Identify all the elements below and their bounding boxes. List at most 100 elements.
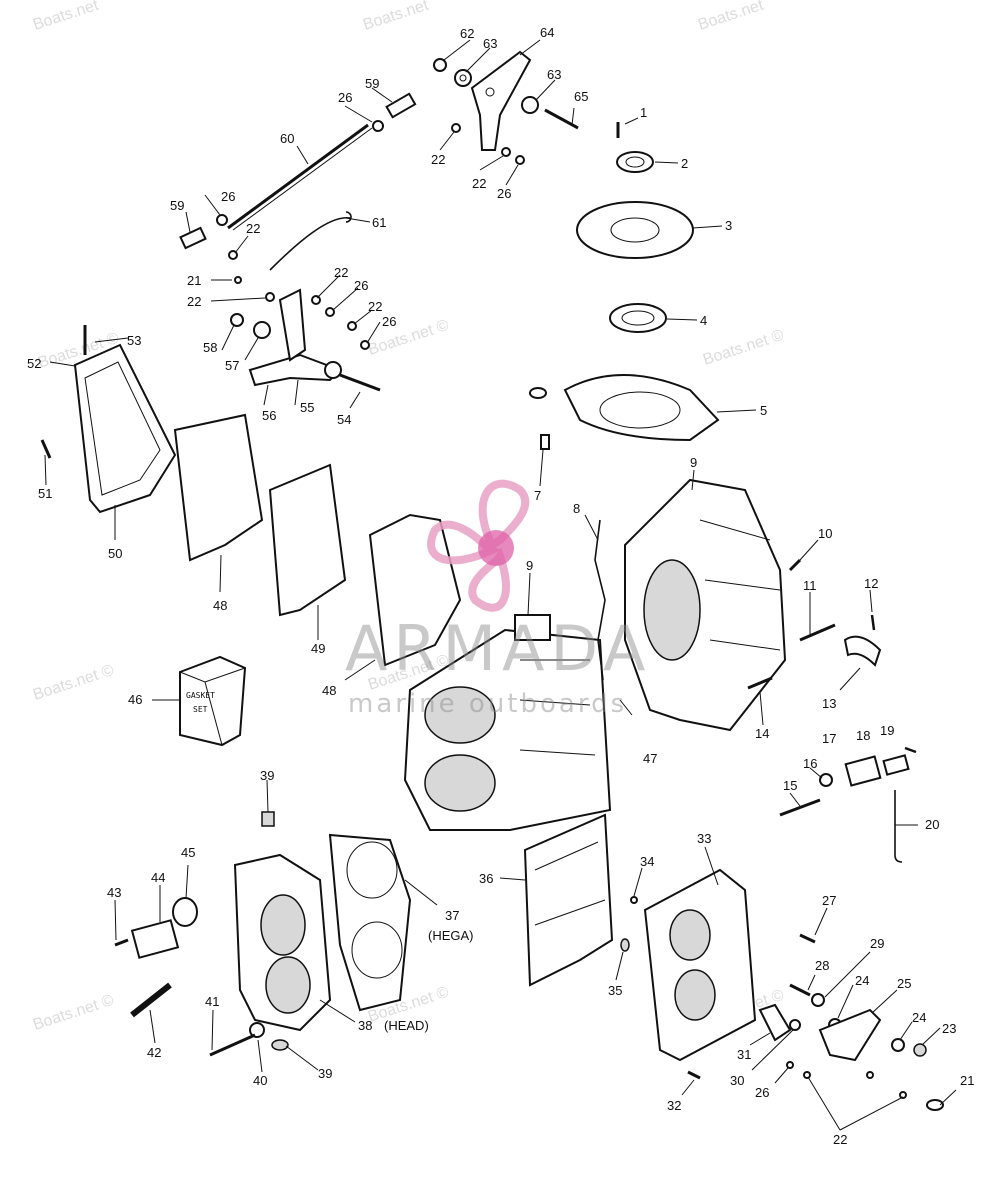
bearing-housing xyxy=(576,201,694,259)
cylinder-head-chamber xyxy=(265,956,311,1014)
pin xyxy=(630,896,638,904)
callout-label: 56 xyxy=(262,408,276,423)
transfer-port-cover-rib xyxy=(84,361,161,496)
callout-label: 34 xyxy=(640,854,654,869)
washer xyxy=(521,96,539,114)
callout-label: 53 xyxy=(127,333,141,348)
gasket-set-box: GASKET SET xyxy=(179,655,247,747)
nut xyxy=(913,1043,927,1057)
leader-line xyxy=(824,951,871,998)
callout-label: 21 xyxy=(960,1073,974,1088)
leader-line xyxy=(404,879,438,906)
cylinder-block xyxy=(403,614,612,831)
cover-gasket xyxy=(173,413,264,562)
callout-label: 45 xyxy=(181,845,195,860)
callout-label: (HEGA) xyxy=(428,928,474,943)
leader-lines xyxy=(44,39,957,1131)
callout-label: 22 xyxy=(472,176,486,191)
leader-line xyxy=(319,999,356,1023)
bolt xyxy=(779,798,821,817)
gasket-set-box-body xyxy=(179,655,247,747)
leader-line xyxy=(619,699,633,716)
logo-blade xyxy=(478,479,530,551)
callout-label: 52 xyxy=(27,356,41,371)
callout-label: 43 xyxy=(107,885,121,900)
leader-line xyxy=(539,449,544,487)
leader-line xyxy=(294,379,299,406)
leader-line xyxy=(535,79,556,101)
callout-label: 8 xyxy=(573,501,580,516)
head-bolt xyxy=(209,1033,256,1057)
leader-line xyxy=(871,989,898,1014)
callout-label: 26 xyxy=(221,189,235,204)
logo-blade xyxy=(427,520,502,565)
callout-label: 59 xyxy=(365,76,379,91)
callout-label: 12 xyxy=(864,576,878,591)
lever-arm xyxy=(278,288,307,362)
washer-hole xyxy=(459,74,467,82)
gasket-ring xyxy=(609,303,667,333)
watermark-text: Boats.net © xyxy=(31,992,116,1034)
valve xyxy=(789,1019,801,1031)
callout-label: 26 xyxy=(497,186,511,201)
bracket xyxy=(844,755,882,787)
callout-label: 20 xyxy=(925,817,939,832)
callout-label: 22 xyxy=(334,265,348,280)
callout-label: 48 xyxy=(322,683,336,698)
crankcase xyxy=(594,478,836,732)
leader-line xyxy=(751,1029,794,1071)
oil-seal xyxy=(616,151,654,173)
screw xyxy=(687,1070,701,1080)
head-gasket-bore xyxy=(351,921,403,979)
linkage-rod xyxy=(227,123,369,230)
cover-screw xyxy=(40,439,52,459)
plug xyxy=(620,938,630,952)
leader-line xyxy=(44,454,47,486)
callout-label: 17 xyxy=(822,731,836,746)
bolt xyxy=(540,434,550,450)
grommet xyxy=(529,387,547,399)
callout-label: 31 xyxy=(737,1047,751,1062)
washer xyxy=(811,993,825,1007)
leader-line xyxy=(814,907,828,936)
leader-line xyxy=(266,779,269,813)
linkage-bracket xyxy=(179,226,207,250)
half-clamp xyxy=(843,635,882,667)
watermark-text: Boats.net © xyxy=(366,317,451,359)
callout-label: 58 xyxy=(203,340,217,355)
screw xyxy=(788,558,802,572)
head-gasket xyxy=(328,833,412,1012)
callout-label: 24 xyxy=(855,973,869,988)
callout-label: 2 xyxy=(681,156,688,171)
leader-line xyxy=(839,667,861,691)
washer xyxy=(324,361,342,379)
callout-label: 13 xyxy=(822,696,836,711)
leader-line xyxy=(921,1027,941,1046)
exhaust-port xyxy=(674,969,716,1021)
stud xyxy=(789,983,811,997)
crankcase-body xyxy=(624,478,787,732)
bearing-housing-bore xyxy=(610,217,660,243)
small-nut xyxy=(515,155,525,165)
leader-line xyxy=(366,321,381,344)
leader-line xyxy=(149,1009,156,1044)
dowel-wire xyxy=(594,519,606,681)
head-gasket-bore xyxy=(346,841,398,899)
callout-label: 11 xyxy=(803,578,817,593)
mounting-bracket-hole xyxy=(599,391,681,429)
callout-label: 29 xyxy=(870,936,884,951)
watermark-text: Boats.net xyxy=(696,0,766,34)
leader-line xyxy=(219,554,222,593)
nut xyxy=(230,313,244,327)
leader-line xyxy=(263,384,269,406)
leader-line xyxy=(344,659,376,681)
exhaust-gasket xyxy=(523,813,614,987)
leader-line xyxy=(353,309,373,325)
callout-label: 50 xyxy=(108,546,122,561)
leader-line xyxy=(681,1079,695,1096)
cover-plate xyxy=(268,463,347,617)
leader-line xyxy=(704,846,719,886)
callout-label: 42 xyxy=(147,1045,161,1060)
leader-line xyxy=(285,1045,319,1071)
